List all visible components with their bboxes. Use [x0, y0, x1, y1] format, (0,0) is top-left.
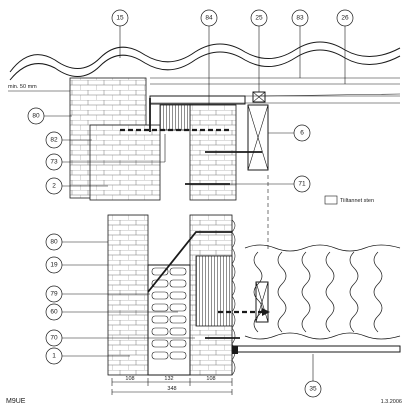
callout-left-70: 70: [45, 329, 195, 347]
ceiling-board: [231, 345, 401, 353]
svg-text:25: 25: [255, 15, 263, 22]
svg-text:15: 15: [116, 15, 124, 22]
tilted-stone-note: Tiiltannet sten: [324, 195, 374, 205]
wall-plate: [247, 104, 269, 250]
svg-text:79: 79: [50, 291, 58, 298]
svg-text:70: 70: [50, 335, 58, 342]
callout-top-26: 26: [336, 9, 354, 84]
callout-left-79: 79: [45, 285, 150, 303]
lower-insulation: [195, 255, 233, 327]
svg-text:84: 84: [205, 15, 213, 22]
svg-text:71: 71: [298, 181, 306, 188]
dimension-108-b: 108: [206, 376, 215, 382]
svg-text:26: 26: [341, 15, 349, 22]
drawing-code: M9UE: [6, 398, 26, 405]
dimension-total: 348: [167, 386, 176, 392]
tilted-stone-label: Tiiltannet sten: [340, 198, 374, 204]
batten-cross: [252, 91, 266, 103]
callout-left-60: 60: [45, 303, 178, 321]
svg-text:83: 83: [296, 15, 304, 22]
cavity-blocks: [147, 264, 191, 376]
callout-top-25: 25: [250, 9, 268, 92]
diagonal-flashing: [147, 231, 232, 293]
callout-left-19: 19: [45, 256, 108, 274]
callout-left-2: 2: [45, 177, 108, 195]
lower-brick-outer: [107, 214, 149, 376]
svg-text:80: 80: [50, 239, 58, 246]
callout-left-73: 73: [45, 134, 166, 171]
callout-bottom-35: 35: [304, 354, 322, 398]
callout-left-80-top: 80: [27, 107, 72, 125]
drawing-date: 1.3.2006: [381, 399, 402, 405]
callout-right-6: 6: [268, 124, 311, 142]
svg-text:80: 80: [32, 113, 40, 120]
dimension-line: 108 132 108 348: [111, 376, 233, 395]
svg-text:73: 73: [50, 159, 58, 166]
roof-tiles: [9, 41, 401, 105]
dimension-108-a: 108: [125, 376, 134, 382]
callout-left-80-bottom: 80: [45, 233, 108, 251]
svg-text:19: 19: [50, 262, 58, 269]
callout-right-71: 71: [230, 175, 311, 193]
vent-arrow: [218, 308, 270, 316]
insulation-batts: [244, 244, 401, 340]
callout-top-83: 83: [291, 9, 309, 78]
svg-text:82: 82: [50, 137, 58, 144]
upper-insulation: [159, 104, 191, 131]
min-clearance-label: min. 50 mm: [8, 84, 37, 90]
callout-top-15: 15: [111, 9, 129, 58]
svg-text:35: 35: [309, 386, 317, 393]
svg-text:1: 1: [52, 353, 56, 360]
sill-block: [232, 346, 238, 354]
upper-brick-left: [89, 124, 161, 201]
callout-left-82: 82: [45, 131, 92, 149]
dimension-132: 132: [164, 376, 173, 382]
callout-top-84: 84: [200, 9, 218, 105]
svg-text:60: 60: [50, 309, 58, 316]
svg-text:6: 6: [300, 130, 304, 137]
timber-stud: [255, 281, 269, 323]
callout-left-1: 1: [45, 347, 130, 365]
svg-text:2: 2: [52, 183, 56, 190]
